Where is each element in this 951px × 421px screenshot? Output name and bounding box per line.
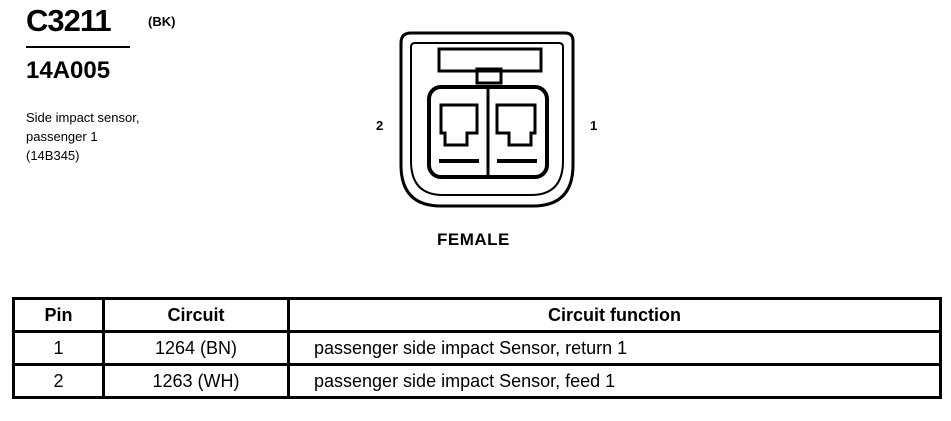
- header-pin: Pin: [12, 297, 105, 333]
- cavity-2-terminal: [439, 103, 479, 147]
- title-underline: [26, 46, 130, 48]
- cell-circuit: 1263 (WH): [102, 363, 290, 399]
- connector-outer-shell: [399, 31, 575, 208]
- table-row: 1 1264 (BN) passenger side impact Sensor…: [12, 330, 942, 366]
- pin-label-right: 1: [590, 118, 598, 133]
- cell-circuit-function: passenger side impact Sensor, feed 1: [287, 363, 942, 399]
- gender-label: FEMALE: [437, 230, 510, 249]
- connector-face-diagram: [399, 31, 575, 208]
- header-circuit-function: Circuit function: [287, 297, 942, 333]
- description-line: passenger 1: [26, 129, 98, 144]
- description-line: Side impact sensor,: [26, 110, 140, 125]
- connector-inner-shell: [410, 42, 564, 196]
- table-row: 2 1263 (WH) passenger side impact Sensor…: [12, 363, 942, 399]
- pin-label-left: 2: [376, 118, 384, 133]
- connector-latch-frame: [437, 47, 543, 73]
- harness-id: 14A005: [26, 57, 111, 84]
- cavity-1-terminal: [495, 103, 537, 147]
- table-header-row: Pin Circuit Circuit function: [12, 297, 942, 333]
- cell-circuit-function: passenger side impact Sensor, return 1: [287, 330, 942, 366]
- connector-id: C3211: [26, 3, 112, 38]
- cell-pin: 2: [12, 363, 105, 399]
- cell-pin: 1: [12, 330, 105, 366]
- connector-description: Side impact sensor, passenger 1 (14B345): [26, 108, 139, 165]
- cell-circuit: 1264 (BN): [102, 330, 290, 366]
- connector-cavity-housing: [427, 85, 549, 179]
- connector-latch-notch: [475, 67, 503, 85]
- pin-table: Pin Circuit Circuit function 1 1264 (BN)…: [12, 297, 942, 399]
- description-line: (14B345): [26, 148, 80, 163]
- header-circuit: Circuit: [102, 297, 290, 333]
- color-code: (BK): [148, 14, 176, 29]
